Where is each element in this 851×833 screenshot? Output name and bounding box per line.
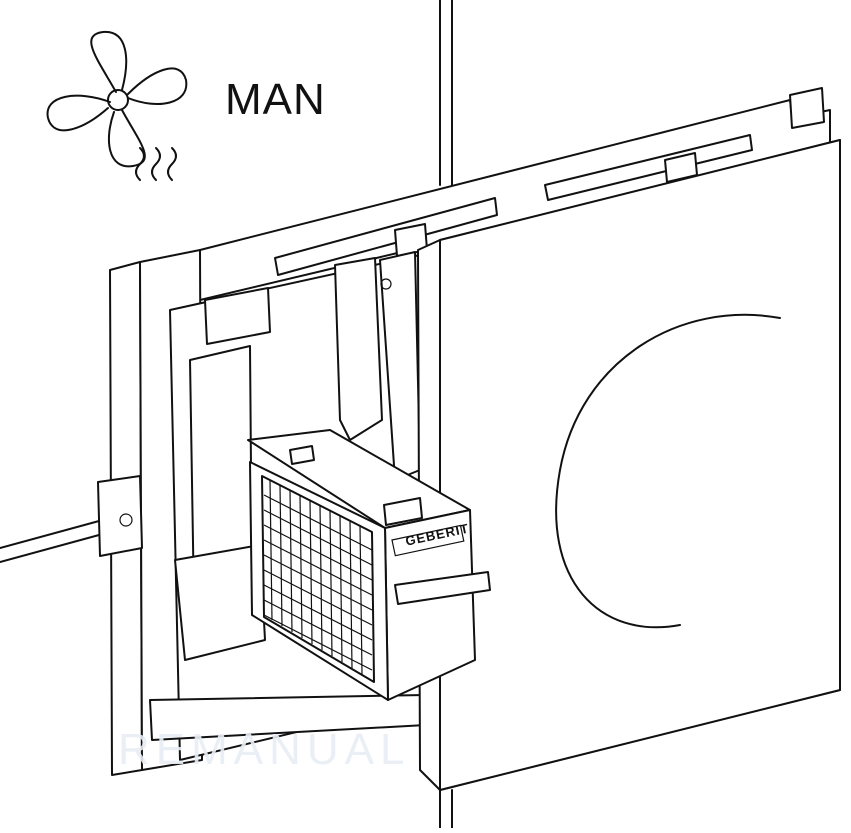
watermark-text: REMANUAL (118, 725, 411, 774)
mode-label: MAN (225, 75, 326, 124)
cover-plate (417, 139, 841, 791)
filter-unit (247, 429, 491, 701)
filter-grid (263, 479, 373, 675)
wall-tile-lines (0, 0, 453, 829)
fan-icon (46, 30, 188, 181)
